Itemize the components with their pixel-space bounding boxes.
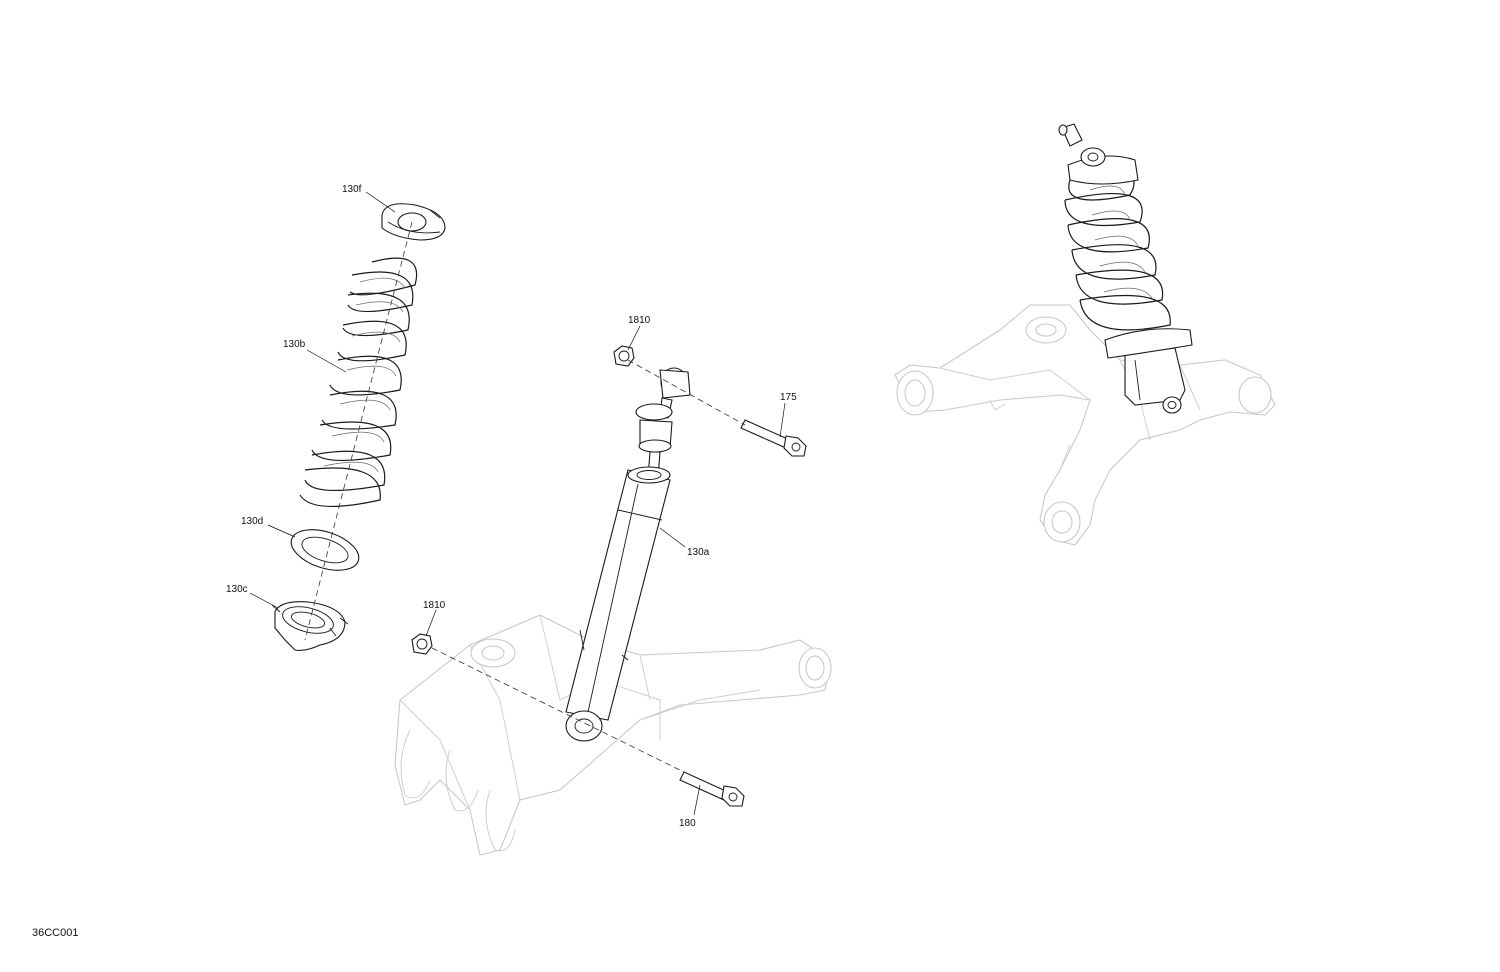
callout-175: 175: [780, 392, 797, 403]
coil-spring-130b: [299, 257, 418, 507]
assembled-coilover-shock: [1058, 123, 1193, 414]
spring-assembly-axis: [304, 221, 413, 641]
swing-arm-ghost-center: [394, 614, 832, 856]
callout-130a: 130a: [687, 547, 710, 558]
swing-arm-ghost-right: [894, 304, 1276, 546]
spring-seat-130d: [290, 529, 360, 571]
upper-bolt-axis: [627, 359, 746, 426]
shock-absorber-130a: [565, 367, 691, 742]
lock-nut-upper-1810: [613, 345, 635, 367]
bolt-lower-180: [679, 771, 745, 807]
callout-130c: 130c: [226, 584, 248, 595]
lower-bolt-axis: [431, 647, 691, 776]
lock-nut-lower-1810: [411, 633, 433, 655]
callout-130f: 130f: [342, 184, 362, 195]
callout-180: 180: [679, 818, 696, 829]
spring-retainer-130f: [381, 203, 446, 241]
bolt-upper-175: [740, 419, 807, 457]
callout-130b: 130b: [283, 339, 306, 350]
callout-130d: 130d: [241, 516, 263, 527]
drawing-code: 36CC001: [32, 927, 78, 939]
callout-1810-lower: 1810: [423, 600, 446, 611]
leader-lines: [249, 191, 786, 816]
adjuster-collar-130c: [271, 601, 349, 651]
callout-1810-upper: 1810: [628, 315, 651, 326]
